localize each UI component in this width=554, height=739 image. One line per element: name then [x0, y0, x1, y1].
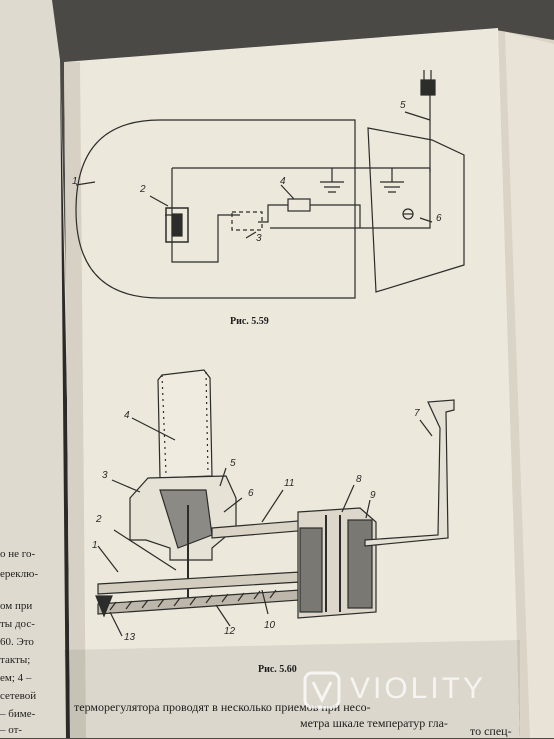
- body-text-line: метра шкале температур гла-: [300, 716, 448, 730]
- plug-icon: [420, 79, 436, 96]
- watermark-logo-icon: [303, 671, 341, 709]
- fig60-label-10: 10: [264, 620, 276, 631]
- figure-5-59: [75, 70, 465, 299]
- left-fragment: о не го-: [0, 548, 36, 560]
- fig60-label-1: 1: [92, 540, 98, 551]
- plug-housing: [367, 127, 465, 293]
- left-fragment: ом при: [0, 600, 33, 612]
- watermark: VIOLITY: [302, 670, 542, 712]
- fig60-label-7: 7: [414, 408, 420, 419]
- knob-4: [157, 369, 213, 479]
- fig60-label-4: 4: [124, 410, 130, 421]
- fig60-label-5: 5: [230, 458, 236, 469]
- fig60-label-2: 2: [96, 514, 102, 525]
- fig60-label-8: 8: [356, 474, 362, 485]
- thermostat-3: [231, 211, 263, 231]
- left-fragment: – биме-: [0, 708, 36, 720]
- lever-7: [364, 399, 455, 547]
- ground-symbols: [320, 168, 404, 193]
- fig60-label-12: 12: [224, 626, 236, 637]
- fig59-label-4: 4: [280, 176, 286, 187]
- fig60-label-13: 13: [124, 632, 136, 643]
- fig59-label-2: 2: [140, 184, 146, 195]
- component-2: [165, 207, 189, 243]
- wiring: [165, 167, 431, 263]
- left-fragment: сетевой: [0, 690, 37, 702]
- body-text-line: терморегулятора проводят в несколько при…: [74, 700, 371, 714]
- fig59-label-3: 3: [256, 233, 262, 244]
- fig59-label-6: 6: [436, 213, 442, 224]
- leader-lines: [75, 111, 433, 239]
- fig60-label-3: 3: [102, 470, 108, 481]
- fig60-caption: Рис. 5.60: [258, 664, 297, 675]
- screw-13: [95, 595, 113, 618]
- fig60-label-9: 9: [370, 490, 376, 501]
- watermark-text: VIOLITY: [350, 672, 487, 705]
- left-fragment: ты дос-: [0, 618, 35, 630]
- left-fragment: такты;: [0, 654, 31, 666]
- body-text-line: то спец-: [470, 724, 512, 738]
- fig60-label-6: 6: [248, 488, 254, 499]
- figure-5-60: [95, 369, 455, 637]
- left-fragment: ереклю-: [0, 568, 38, 580]
- fig59-label-5: 5: [400, 100, 406, 111]
- device-housing: [75, 119, 356, 299]
- fig59-caption: Рис. 5.59: [230, 316, 269, 327]
- left-fragment: – от-: [0, 724, 23, 736]
- left-fragment: ем; 4 –: [0, 672, 32, 684]
- left-fragment: 60. Это: [0, 636, 34, 648]
- fig59-label-1: 1: [72, 176, 78, 187]
- resistor-4: [287, 198, 311, 212]
- fig60-label-11: 11: [284, 478, 295, 489]
- leader-lines-60: [97, 417, 433, 637]
